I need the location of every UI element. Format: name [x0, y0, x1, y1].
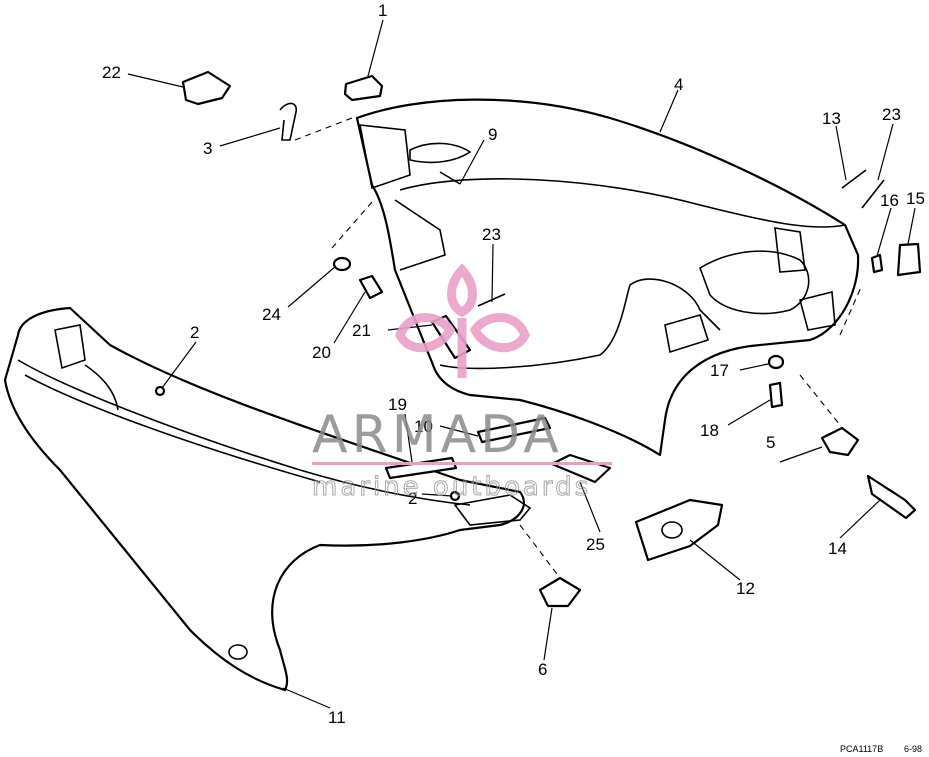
callout-2a: 2	[190, 323, 199, 342]
callout-9: 9	[488, 125, 497, 144]
callout-6: 6	[538, 660, 547, 679]
upper-cover-part	[355, 98, 860, 457]
callout-17: 17	[710, 361, 729, 380]
callout-12: 12	[736, 579, 755, 598]
callout-21: 21	[352, 321, 371, 340]
assembly-lines	[294, 117, 863, 579]
callout-16: 16	[880, 191, 899, 210]
figure-code-date: 6-98	[904, 744, 922, 754]
callout-23a: 23	[482, 225, 501, 244]
callout-25: 25	[586, 535, 605, 554]
callout-labels: 1 2 2 3 4 5 6 9 10 11 12 13 14 15 16 17 …	[102, 1, 925, 727]
leader-lines	[127, 19, 916, 709]
armada-watermark: ARMADA marine outboards	[312, 263, 612, 503]
callout-4: 4	[674, 75, 683, 94]
callout-13: 13	[822, 109, 841, 128]
figure-code: PCA1117B 6-98	[840, 744, 922, 754]
watermark-brand: ARMADA	[312, 405, 563, 465]
callout-11: 11	[328, 708, 346, 727]
callout-15: 15	[906, 189, 925, 208]
callout-19: 19	[388, 395, 407, 414]
callout-10: 10	[414, 417, 433, 436]
callout-1: 1	[378, 1, 387, 20]
callout-18: 18	[700, 421, 719, 440]
figure-code-id: PCA1117B	[840, 744, 883, 754]
callout-24: 24	[262, 305, 281, 324]
callout-22: 22	[102, 63, 121, 82]
lower-cover-part	[3, 306, 532, 692]
watermark-tagline: marine outboards	[312, 472, 591, 502]
callout-2b: 2	[408, 489, 417, 508]
callout-5: 5	[766, 433, 775, 452]
callout-14: 14	[828, 539, 847, 558]
anchor-logo-icon	[395, 263, 530, 378]
callout-20: 20	[312, 343, 331, 362]
watermark-rule	[312, 462, 612, 465]
callout-3: 3	[203, 139, 212, 158]
callout-23b: 23	[882, 105, 901, 124]
